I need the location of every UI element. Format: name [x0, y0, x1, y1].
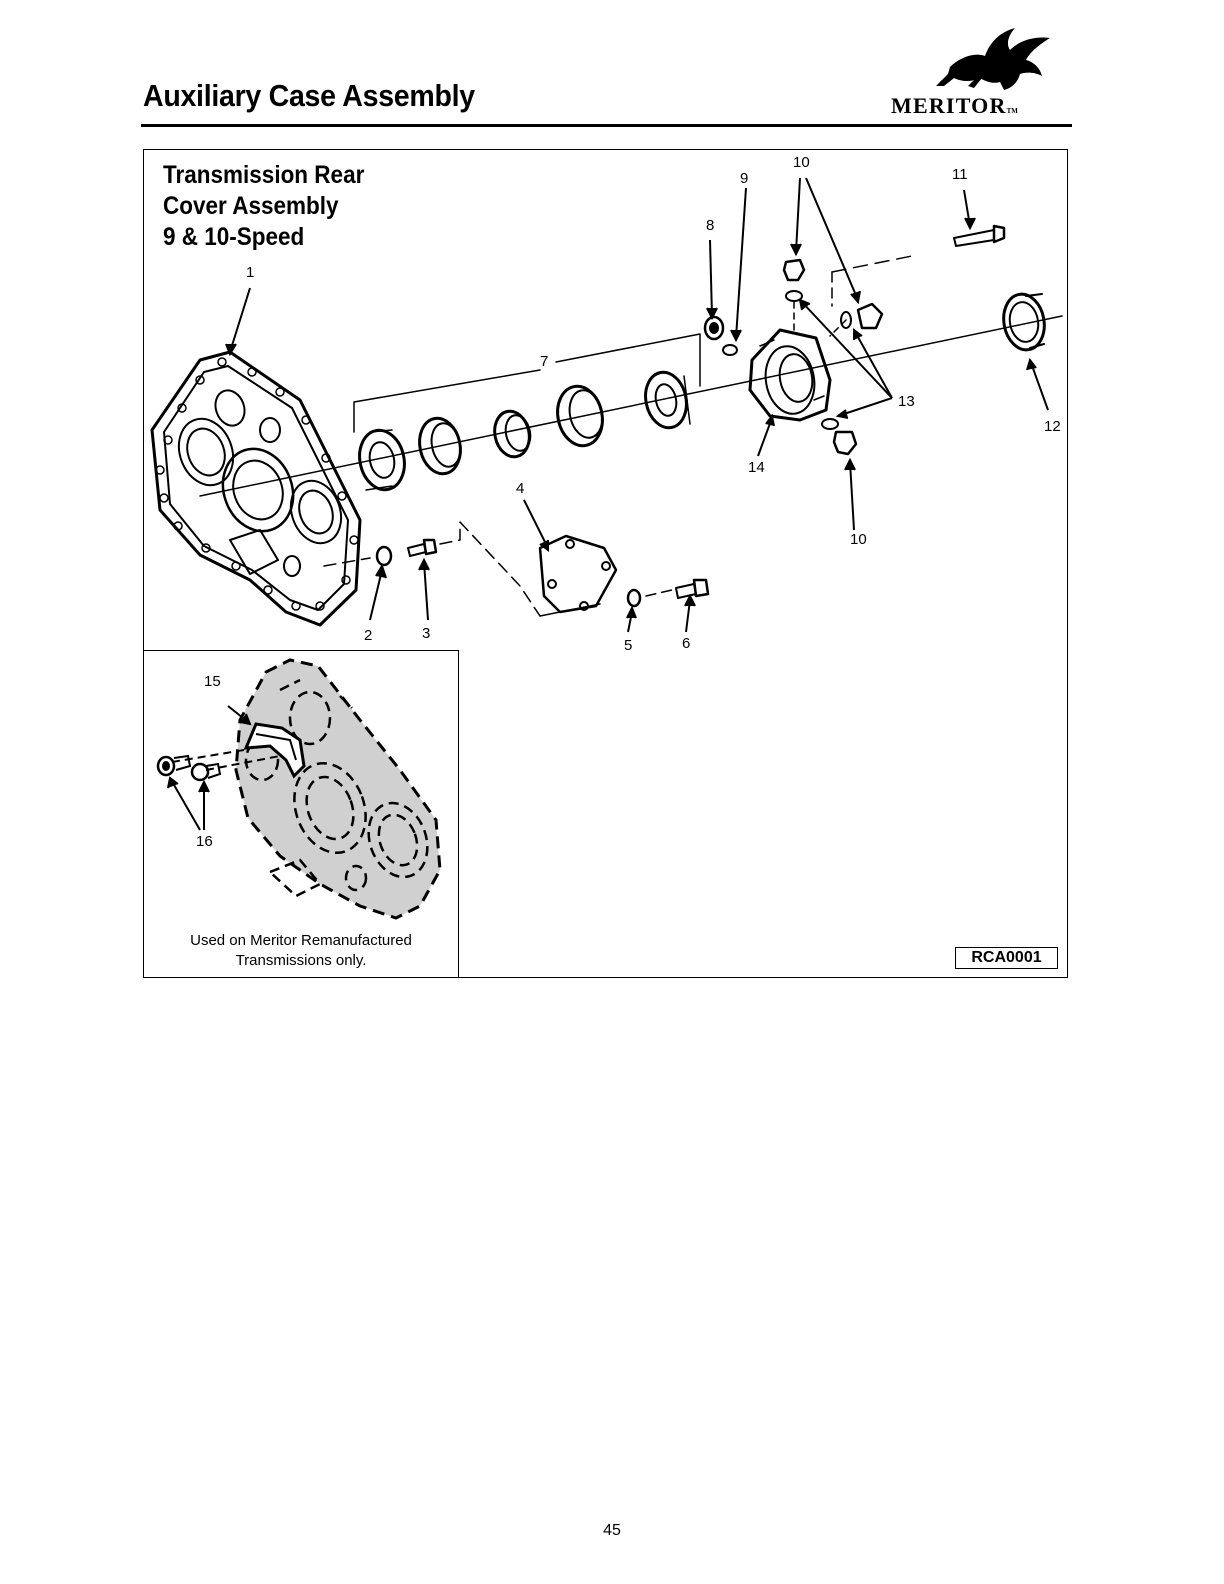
figure-title-line-3: 9 & 10-Speed [163, 223, 305, 251]
brand-trademark: TM [1006, 107, 1018, 115]
callout-8: 8 [706, 217, 715, 234]
bearing-set [358, 370, 691, 492]
callout-9: 9 [740, 170, 749, 187]
callout-6: 6 [682, 635, 691, 652]
callout-16: 16 [196, 833, 213, 850]
callout-3: 3 [422, 625, 431, 642]
washer [722, 344, 738, 356]
figure-id: RCA0001 [955, 947, 1058, 969]
washer [821, 418, 839, 430]
callout-14: 14 [748, 459, 765, 476]
plug-bottom [832, 430, 858, 456]
callout-2: 2 [364, 627, 373, 644]
washer [375, 545, 393, 567]
callout-10-top: 10 [793, 154, 810, 171]
figure-title-line-2: Cover Assembly [163, 192, 339, 220]
breather-fitting [703, 315, 725, 341]
figure-frame [143, 149, 1068, 978]
bolt [953, 224, 1006, 247]
brand-name: MERITOR [891, 93, 1007, 118]
washer [785, 290, 803, 302]
callout-1: 1 [246, 264, 255, 281]
bolt [407, 538, 438, 557]
plug-top [782, 258, 806, 282]
callout-13: 13 [898, 393, 915, 410]
oil-seal [1002, 292, 1046, 352]
page-title: Auxiliary Case Assembly [143, 78, 475, 113]
brand-logo: MERITORTM [891, 93, 1018, 119]
access-cover [538, 534, 618, 614]
plug-right [856, 302, 884, 330]
callout-11: 11 [952, 166, 968, 183]
callout-12: 12 [1044, 418, 1061, 435]
figure-title: Transmission Rear Cover Assembly 9 & 10-… [163, 160, 364, 253]
inset-drawing [156, 658, 442, 920]
inset-note: Used on Meritor Remanufactured Transmiss… [143, 931, 459, 971]
flying-bull-icon [936, 28, 1050, 90]
washer [840, 311, 852, 329]
inset-frame [143, 650, 459, 978]
washer [626, 588, 642, 608]
bolt [675, 578, 710, 599]
page-number: 45 [603, 1522, 621, 1539]
callout-10-bottom: 10 [850, 531, 867, 548]
figure-title-line-1: Transmission Rear [163, 161, 365, 189]
header-rule [141, 124, 1072, 127]
callout-4: 4 [516, 480, 525, 497]
callout-15: 15 [204, 673, 221, 690]
inset-note-line-2: Transmissions only. [235, 952, 367, 969]
shield-bracket [243, 722, 306, 779]
callout-5: 5 [624, 637, 633, 654]
main-axis-line [199, 315, 1063, 497]
bearing-retainer [748, 328, 832, 422]
inset-note-line-1: Used on Meritor Remanufactured [190, 932, 412, 949]
callout-7: 7 [540, 353, 549, 370]
rear-cover-plate [150, 350, 362, 627]
